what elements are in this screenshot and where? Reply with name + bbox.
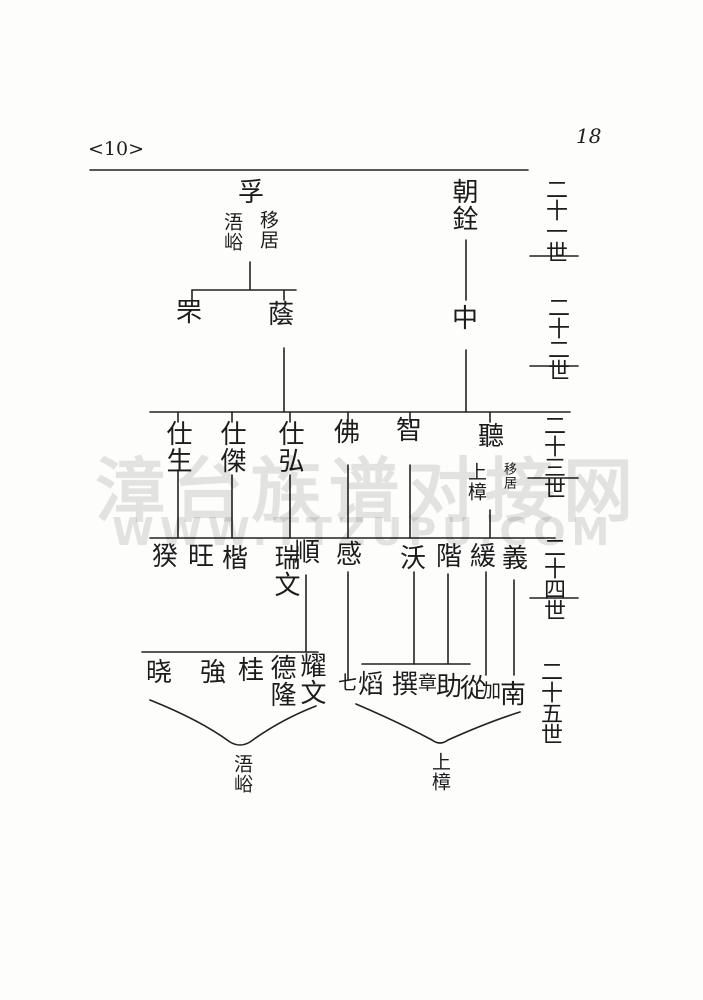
person-25-12: 加 <box>482 680 502 702</box>
generation-label-22: 二十二世 <box>544 296 569 380</box>
person-25-5: 耀文 <box>296 652 326 706</box>
person-25-8: 撰 <box>392 670 419 700</box>
place-wuyu: 浯峪 <box>231 754 253 794</box>
person-25-4: 德隆 <box>266 654 296 708</box>
person-yin: 蔭 <box>268 300 295 330</box>
person-25-3: 桂 <box>238 656 265 686</box>
generation-label-23: 二十三世 <box>540 414 565 498</box>
person-25-1: 晓 <box>146 658 173 688</box>
person-shihong: 仕弘 <box>274 420 304 474</box>
person-fu: 孚 <box>238 178 265 208</box>
person-fo: 佛 <box>334 418 361 448</box>
place-shangzhang: 上樟 <box>429 752 451 792</box>
generation-label-24: 二十四世 <box>540 536 565 620</box>
person-chaoquan: 朝銓 <box>448 178 478 232</box>
person-shijie: 仕傑 <box>216 420 246 474</box>
watermark-url: WWW.TTZUPU.COM <box>112 510 616 554</box>
generation-label-21: 二十一世 <box>542 178 567 262</box>
person-24-1: 猤 <box>152 542 179 572</box>
person-24-9: 緩 <box>470 542 497 572</box>
place-wuyu-note: 浯峪 <box>221 212 243 252</box>
person-zhi: 智 <box>396 416 423 446</box>
person-24-10: 義 <box>502 544 529 574</box>
person-25-9: 章 <box>418 672 438 694</box>
watermark-text: 漳台族谱对接网 <box>95 450 641 532</box>
person-25-10: 助 <box>436 672 463 702</box>
note-moved: 移居 <box>257 210 279 250</box>
person-shisheng: 仕生 <box>162 420 192 474</box>
person-zhong: 中 <box>452 304 479 334</box>
person-24-4: 瑞文 <box>270 544 300 598</box>
person-24-8: 階 <box>436 542 463 572</box>
person-25-11: 從 <box>460 674 487 704</box>
person-24-5: 順 <box>294 538 321 568</box>
page-number: 18 <box>576 124 602 148</box>
person-ting: 聽 <box>478 422 505 452</box>
note-moved-2: 移居 <box>501 462 516 490</box>
person-fu2: 罘 <box>176 298 203 328</box>
person-24-2: 旺 <box>188 542 215 572</box>
generation-label-25: 二十五世 <box>537 660 562 744</box>
person-25-6: 七 <box>338 672 358 694</box>
person-25-7: 熖 <box>358 670 385 700</box>
person-24-7: 沃 <box>400 544 427 574</box>
person-25-2: 強 <box>200 658 227 688</box>
person-24-3: 楷 <box>222 544 249 574</box>
page-left-mark: <10> <box>88 138 145 160</box>
person-24-6: 感 <box>336 540 363 570</box>
person-25-13: 南 <box>500 680 527 710</box>
place-shangzhang-note: 上樟 <box>465 462 487 502</box>
